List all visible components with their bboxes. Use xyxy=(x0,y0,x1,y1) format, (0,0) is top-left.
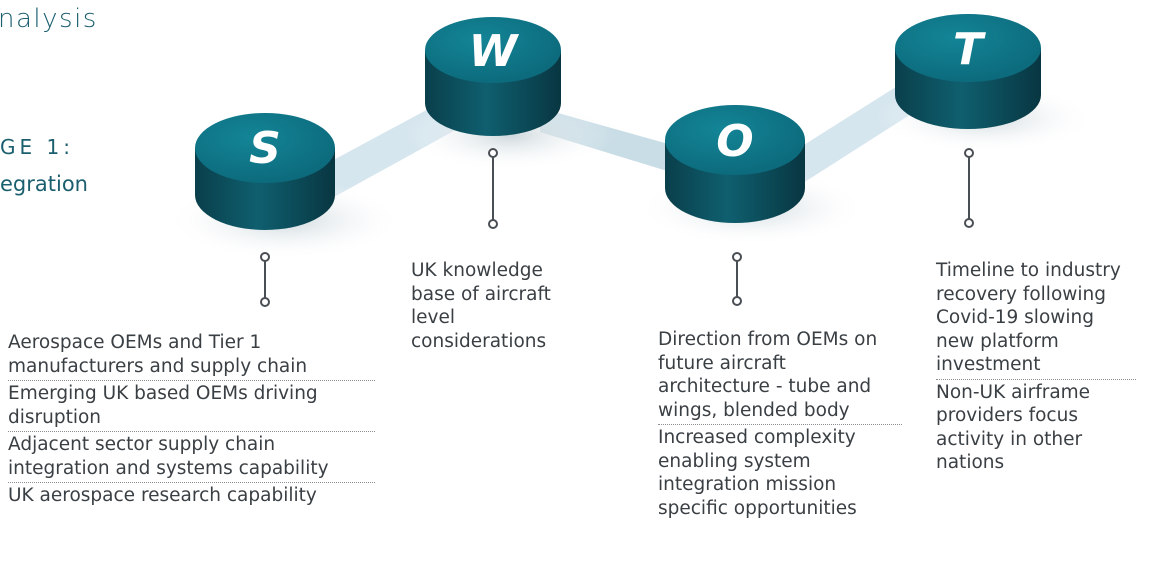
opportunities-list: Direction from OEMs on future aircraft a… xyxy=(658,327,902,522)
strength-item: Emerging UK based OEMs driving disruptio… xyxy=(8,381,375,432)
opportunity-item: Increased complexity enabling system int… xyxy=(658,427,857,519)
letter-t: T xyxy=(953,24,986,75)
opportunity-item: Direction from OEMs on future aircraft a… xyxy=(658,327,902,425)
page-title: nalysis xyxy=(0,4,98,34)
pin-s xyxy=(260,252,270,307)
cylinder-w: W xyxy=(425,17,561,136)
cylinder-t: T xyxy=(895,14,1041,129)
cylinder-s: S xyxy=(195,113,335,230)
pin-w xyxy=(488,148,498,229)
stage-subtitle: egration xyxy=(0,172,88,196)
letter-w: W xyxy=(469,26,520,77)
weaknesses-list: UK knowledge base of aircraft level cons… xyxy=(411,258,576,355)
threats-list: Timeline to industry recovery following … xyxy=(936,258,1136,477)
letter-o: O xyxy=(716,116,753,167)
threat-item: Non-UK airframe providers focus activity… xyxy=(936,381,1091,474)
threat-item: Timeline to industry recovery following … xyxy=(936,258,1136,380)
strength-item: UK aerospace research capability xyxy=(8,485,317,506)
strength-item: Adjacent sector supply chain integration… xyxy=(8,432,375,483)
pin-o xyxy=(732,252,742,306)
pin-t xyxy=(964,148,974,228)
strength-item: Aerospace OEMs and Tier 1 manufacturers … xyxy=(8,330,375,381)
letter-s: S xyxy=(249,123,281,174)
strengths-list: Aerospace OEMs and Tier 1 manufacturers … xyxy=(8,330,375,510)
stage-label: GE 1: xyxy=(0,135,74,159)
weakness-item: UK knowledge base of aircraft level cons… xyxy=(411,260,551,352)
cylinder-o: O xyxy=(665,105,805,223)
pins xyxy=(260,148,974,307)
